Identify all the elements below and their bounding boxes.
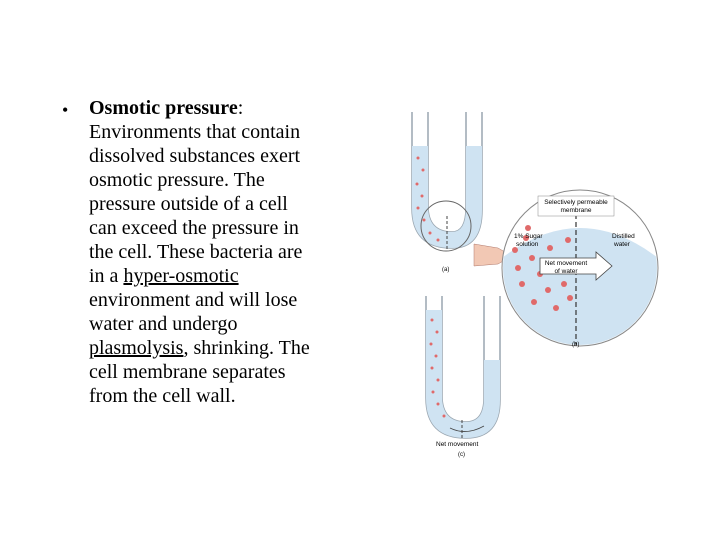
u-tube-c: Net movement (c) <box>425 296 501 458</box>
net-movement-c-label: Net movement <box>436 441 478 448</box>
water-label: Distilled <box>612 233 635 240</box>
net-movement-arrow <box>539 251 613 281</box>
net-movement-label: Net movement <box>545 260 587 267</box>
net-movement-label-2: of water <box>554 268 578 275</box>
sugar-label-2: solution <box>516 241 539 248</box>
bullet-marker: • <box>62 100 69 120</box>
bullet-title: Osmotic pressure <box>89 97 238 119</box>
hyper-osmotic-link[interactable]: hyper-osmotic <box>123 265 239 287</box>
label-c: (c) <box>458 452 465 458</box>
membrane-label-2: membrane <box>560 207 591 214</box>
bullet-text: Osmotic pressure: Environments that cont… <box>89 97 310 407</box>
u-tube-a: (a) <box>411 112 483 273</box>
magnified-view-b: Selectively permeable membrane 1% Sugar … <box>501 189 659 348</box>
osmosis-diagram: (a) Selectively permeable membrane <box>411 112 659 458</box>
sugar-label: 1% Sugar <box>514 233 543 240</box>
water-label-2: water <box>613 241 631 248</box>
label-a: (a) <box>442 267 449 273</box>
osmosis-figure: (a) Selectively permeable membrane <box>400 98 700 468</box>
membrane-label: Selectively permeable <box>544 199 608 206</box>
label-b: (b) <box>572 342 579 348</box>
plasmolysis-link[interactable]: plasmolysis <box>89 337 184 359</box>
